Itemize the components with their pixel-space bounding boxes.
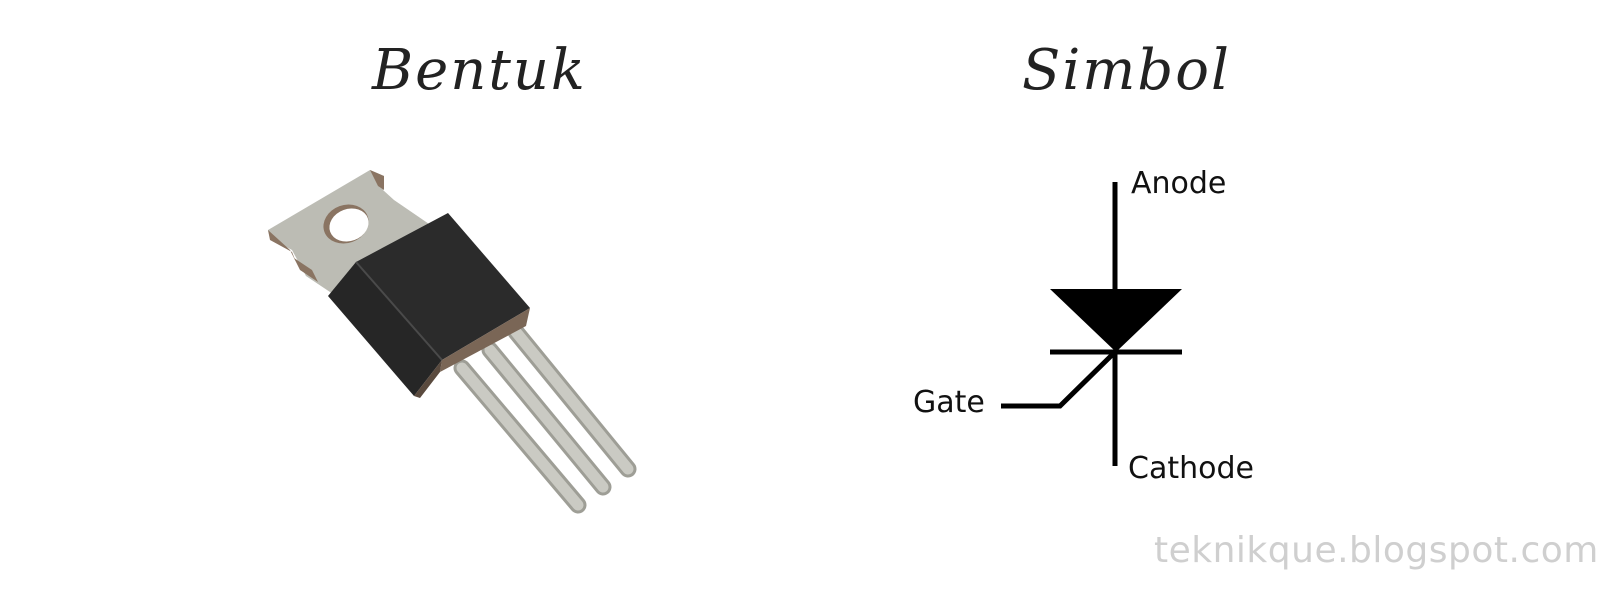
leads xyxy=(453,323,637,514)
title-simbol: Simbol xyxy=(1022,38,1231,103)
cathode-label: Cathode xyxy=(1128,451,1254,486)
gate-label: Gate xyxy=(913,385,985,420)
anode-label: Anode xyxy=(1131,166,1226,201)
watermark-text: teknikque.blogspot.com xyxy=(1154,530,1599,571)
title-bentuk: Bentuk xyxy=(372,38,587,103)
plastic-body xyxy=(328,213,530,398)
diode-triangle xyxy=(1050,289,1182,352)
thyristor-to220-icon xyxy=(268,170,637,514)
gate-lead xyxy=(1001,350,1117,409)
metal-tab xyxy=(268,170,432,300)
scr-symbol-icon xyxy=(1001,182,1182,466)
